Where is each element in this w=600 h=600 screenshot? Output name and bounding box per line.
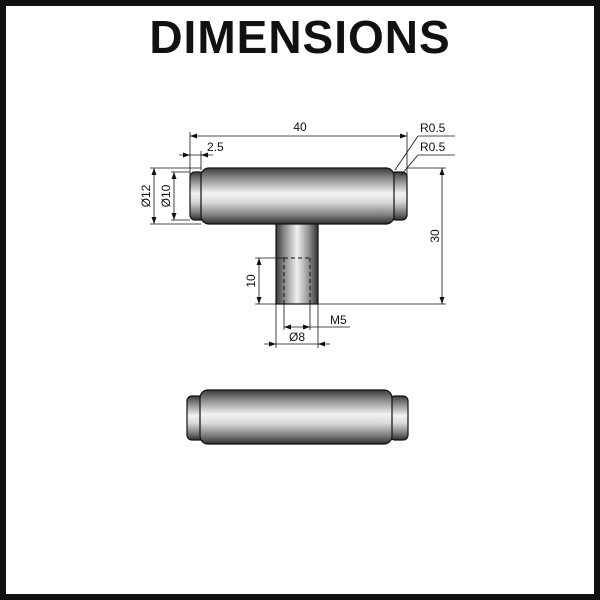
side-bar-body: [199, 389, 393, 445]
label-inner-diameter: Ø10: [159, 184, 173, 207]
label-end-step: 2.5: [207, 140, 224, 154]
label-corner-radius-2: R0.5: [420, 140, 446, 154]
label-stem-diameter: Ø8: [289, 330, 305, 344]
label-corner-radius-1: R0.5: [420, 121, 446, 135]
dimension-arrows: [151, 133, 445, 347]
page-title: DIMENSIONS: [149, 11, 451, 63]
dimension-lines: [150, 132, 455, 348]
side-bar-end-right: [389, 395, 409, 441]
side-view: [186, 389, 409, 445]
label-outer-diameter: Ø12: [139, 184, 153, 207]
label-height: 30: [428, 229, 442, 243]
label-thread: M5: [330, 313, 347, 327]
front-view: [189, 167, 408, 305]
label-thread-depth: 10: [244, 274, 258, 288]
label-overall-length: 40: [293, 120, 307, 134]
bar-body: [200, 167, 395, 225]
